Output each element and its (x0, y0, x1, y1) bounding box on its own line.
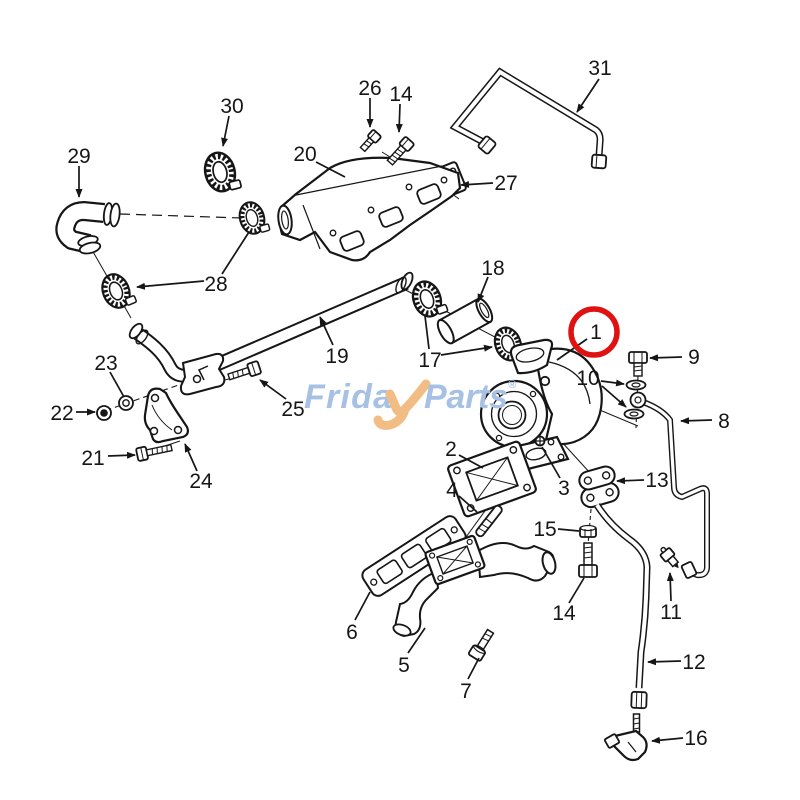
part-bracket-24 (143, 387, 189, 444)
callout-30: 30 (220, 95, 243, 118)
callout-1: 1 (590, 321, 602, 344)
part-stud-4 (475, 504, 503, 538)
callout-7: 7 (460, 680, 472, 703)
part-washers-10 (623, 379, 647, 420)
part-oil-supply-line-8 (629, 391, 710, 579)
callout-3: 3 (558, 477, 570, 500)
part-clamp-17a (408, 277, 448, 321)
callout-15: 15 (533, 518, 556, 541)
part-elbow-fitting-16 (603, 729, 648, 762)
callout-20: 20 (293, 143, 316, 166)
callout-6: 6 (346, 621, 358, 644)
part-washer-23 (118, 395, 134, 411)
part-intake-manifold-20 (277, 156, 462, 262)
part-bolt-9 (628, 351, 648, 377)
callout-14-bottom: 14 (552, 602, 576, 625)
part-grommet-22 (96, 405, 112, 421)
callout-21: 21 (81, 447, 104, 470)
callout-22: 22 (50, 402, 73, 425)
callout-24: 24 (189, 470, 213, 493)
callout-5: 5 (398, 654, 410, 677)
callout-labels: 1 2 3 4 5 6 7 8 9 10 11 12 13 14 14 15 1… (50, 57, 730, 750)
watermark-logo: Frida Parts ® (304, 378, 517, 430)
part-gasket-2 (447, 440, 537, 518)
part-bolt-7 (467, 628, 495, 662)
part-bolt-14-bottom (578, 542, 598, 578)
callout-4: 4 (446, 479, 458, 502)
part-oil-line-31 (449, 67, 608, 170)
part-nut-15 (579, 524, 597, 538)
callout-29: 29 (67, 145, 90, 168)
callout-19: 19 (325, 345, 348, 368)
callout-10: 10 (576, 367, 599, 390)
part-clamp-28b (236, 199, 270, 237)
callout-25: 25 (281, 398, 304, 421)
part-bolt-14-top (386, 136, 415, 166)
callout-17: 17 (418, 349, 441, 372)
part-exhaust-manifold-5 (392, 534, 557, 638)
part-elbow-hose-29 (55, 200, 121, 255)
watermark-swoosh-icon (373, 379, 431, 430)
watermark-registered-mark: ® (508, 379, 517, 391)
callout-8: 8 (718, 410, 730, 433)
callout-12: 12 (682, 651, 705, 674)
part-bolt-21 (135, 443, 173, 462)
part-gaskets-13 (578, 465, 620, 509)
part-bolt-25 (227, 360, 262, 381)
callout-27: 27 (494, 172, 517, 195)
watermark-text-left: Frida (304, 378, 392, 416)
callout-23: 23 (94, 352, 117, 375)
part-bolt-3 (534, 435, 546, 447)
watermark-text-right: Parts (424, 378, 508, 416)
callout-9: 9 (688, 346, 700, 369)
callout-2: 2 (445, 438, 457, 461)
callout-26: 26 (358, 77, 381, 100)
callout-14-top: 14 (389, 83, 413, 106)
part-exhaust-gasket-6 (361, 515, 467, 597)
part-clamp-28a (98, 269, 137, 312)
part-pipe-bracket (179, 352, 226, 396)
part-sensor-11 (659, 546, 680, 569)
part-clamp-30 (201, 149, 241, 195)
callout-31: 31 (588, 57, 611, 80)
callout-28: 28 (204, 273, 227, 296)
leader-lines (75, 78, 713, 744)
callout-18: 18 (481, 257, 504, 280)
part-oil-drain-tube-12 (594, 503, 651, 733)
highlight-circle (568, 306, 620, 358)
part-bolt-26 (359, 129, 382, 153)
part-hose-19 (128, 271, 414, 396)
callout-13: 13 (645, 469, 668, 492)
callout-11: 11 (660, 601, 682, 624)
part-sleeve-18 (436, 297, 494, 345)
callout-16: 16 (684, 727, 707, 750)
